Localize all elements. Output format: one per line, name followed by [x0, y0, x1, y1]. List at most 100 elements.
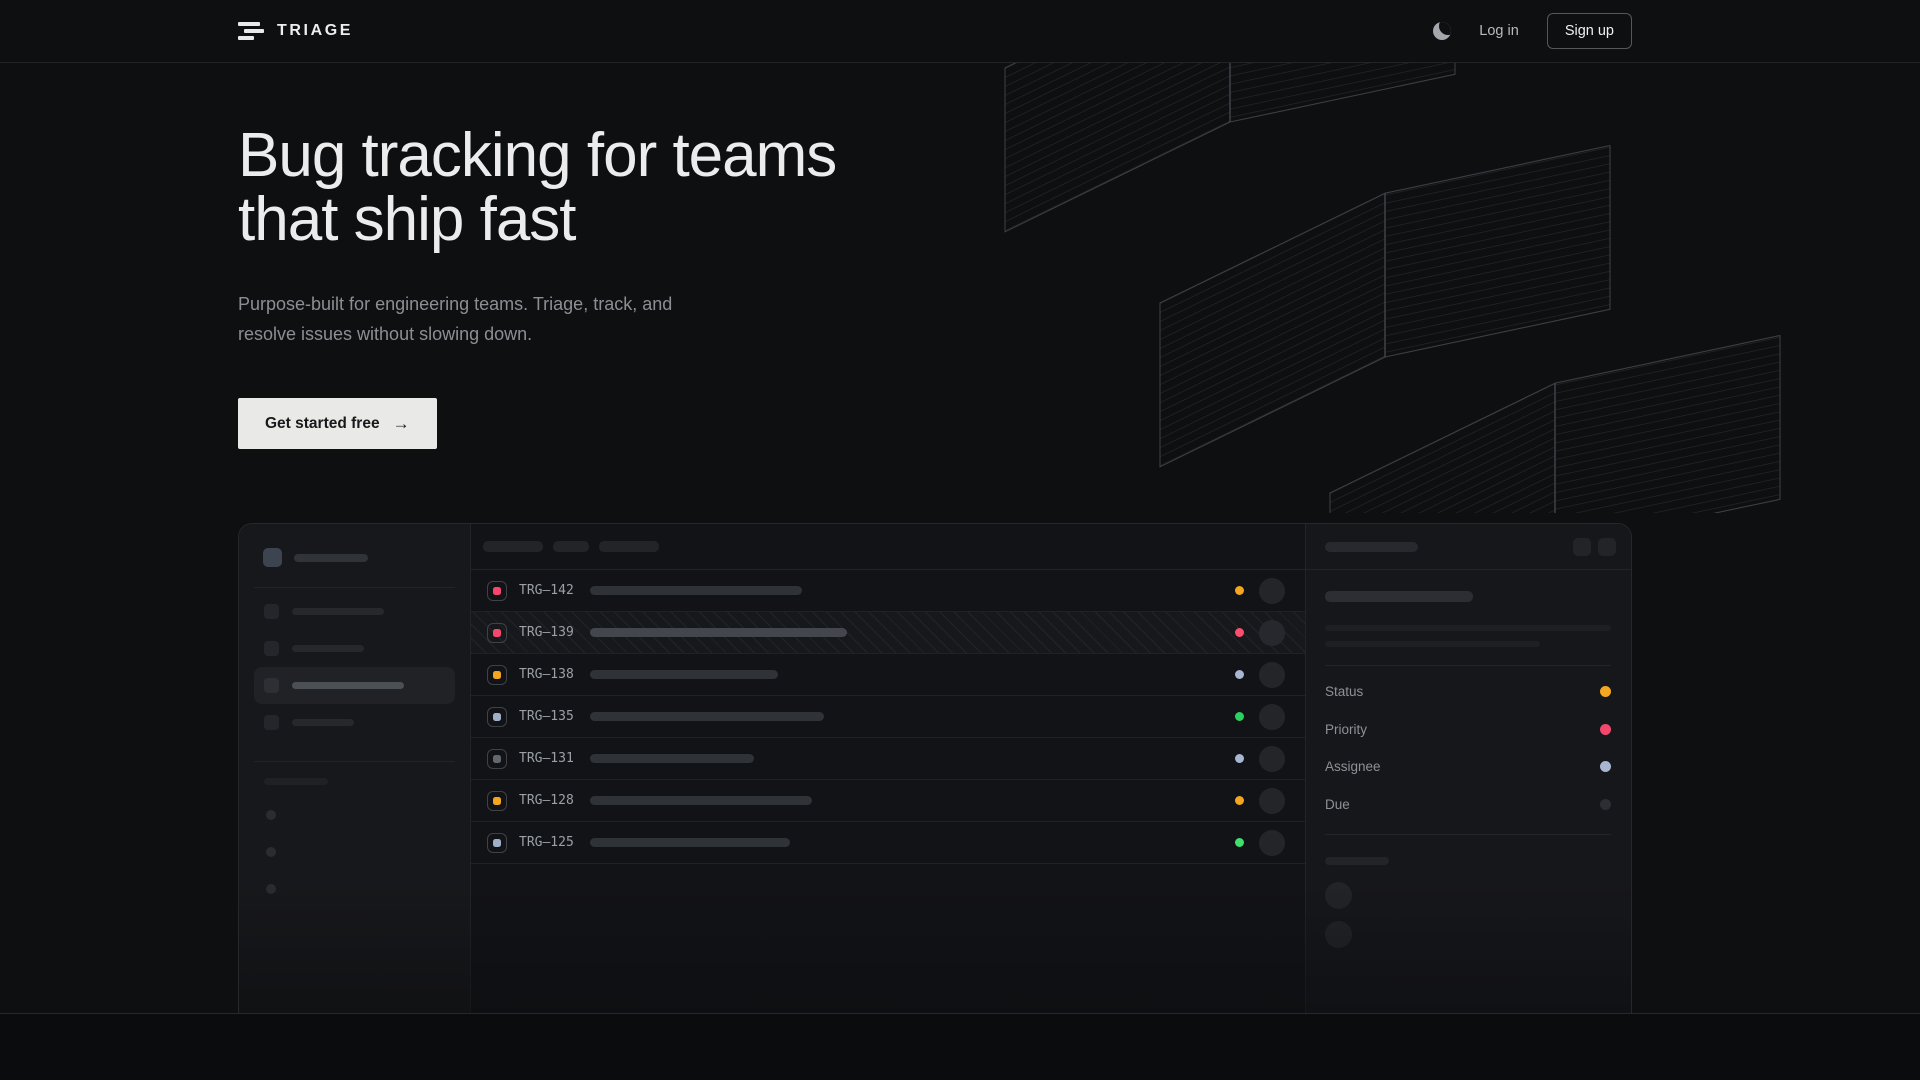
- detail-panel: Status Priority Assignee Due: [1305, 524, 1631, 1013]
- issue-row[interactable]: TRG–131: [471, 738, 1305, 780]
- issue-row[interactable]: TRG–128: [471, 780, 1305, 822]
- sidebar-nav-item-active: [254, 667, 455, 704]
- sidebar-nav-item: [254, 630, 455, 667]
- issue-title-skeleton: [1325, 591, 1473, 602]
- workspace-avatar: [263, 548, 282, 567]
- filter-pill-skeleton: [599, 541, 659, 552]
- panel-divider: [1325, 665, 1611, 666]
- bug-icon: [487, 622, 507, 643]
- detail-panel-header: [1306, 524, 1631, 570]
- page-title-line1: Bug tracking for teams: [238, 121, 837, 190]
- property-value-dot: [1600, 761, 1611, 773]
- assignee-avatar: [1259, 703, 1285, 730]
- mockup-sidebar: [239, 524, 471, 1013]
- nav-label-skeleton: [292, 608, 384, 615]
- nav-icon: [264, 641, 279, 656]
- issue-list-column: TRG–142 TRG–139 TRG–138 TRG–135: [471, 524, 1305, 1013]
- issue-row[interactable]: TRG–138: [471, 654, 1305, 696]
- bug-icon: [487, 832, 507, 853]
- property-row: Due: [1325, 786, 1611, 824]
- issue-row[interactable]: TRG–125: [471, 822, 1305, 864]
- bug-icon: [487, 790, 507, 811]
- sidebar-divider: [254, 587, 455, 588]
- assignee-avatar: [1259, 661, 1285, 688]
- property-value-dot: [1600, 798, 1611, 810]
- issue-title-skeleton: [590, 712, 824, 721]
- get-started-label: Get started free: [265, 414, 380, 432]
- panel-divider: [1325, 834, 1611, 835]
- sidebar-bullet: [266, 810, 276, 820]
- activity-avatar: [1325, 882, 1352, 909]
- detail-panel-body: Status Priority Assignee Due: [1306, 570, 1631, 948]
- property-label: Status: [1325, 684, 1364, 700]
- nav-icon: [264, 604, 279, 619]
- issue-title-skeleton: [590, 670, 778, 679]
- moon-icon[interactable]: [1433, 22, 1452, 40]
- panel-action-icons: [1573, 537, 1616, 556]
- assignee-avatar: [1259, 829, 1285, 856]
- sidebar-bullet: [266, 847, 276, 857]
- property-list: Status Priority Assignee Due: [1325, 673, 1611, 823]
- description-line-skeleton: [1325, 625, 1611, 631]
- property-label: Assignee: [1325, 759, 1381, 775]
- workspace-switcher: [254, 548, 455, 567]
- issue-row-meta: [1235, 787, 1285, 814]
- activity-label-skeleton: [1325, 857, 1389, 865]
- issue-title-skeleton: [590, 796, 812, 805]
- sidebar-divider: [254, 761, 455, 762]
- property-row: Assignee: [1325, 748, 1611, 786]
- bug-icon: [487, 580, 507, 601]
- panel-action-skeleton: [1573, 537, 1591, 556]
- issue-row-meta: [1235, 577, 1285, 604]
- issue-title-skeleton: [590, 628, 847, 637]
- status-dot: [1235, 754, 1244, 763]
- property-label: Priority: [1325, 721, 1368, 737]
- description-line-skeleton: [1325, 641, 1540, 647]
- brand-logo[interactable]: TRIAGE: [238, 22, 353, 40]
- issue-title-skeleton: [590, 754, 754, 763]
- issue-list: TRG–142 TRG–139 TRG–138 TRG–135: [471, 570, 1305, 864]
- issue-row-meta: [1235, 703, 1285, 730]
- property-label: Due: [1325, 796, 1350, 812]
- issue-list-header: [471, 524, 1305, 570]
- nav-label-skeleton: [292, 719, 354, 726]
- app-mockup: TRG–142 TRG–139 TRG–138 TRG–135: [238, 523, 1632, 1013]
- assignee-avatar: [1259, 787, 1285, 814]
- bug-icon: [487, 664, 507, 685]
- property-value-dot: [1600, 723, 1611, 735]
- issue-title-skeleton: [590, 586, 802, 595]
- status-dot: [1235, 586, 1244, 595]
- sidebar-nav-item: [254, 704, 455, 741]
- issue-row[interactable]: TRG–142: [471, 570, 1305, 612]
- assignee-avatar: [1259, 745, 1285, 772]
- bug-icon: [487, 706, 507, 727]
- login-link[interactable]: Log in: [1479, 23, 1519, 39]
- bug-icon: [487, 748, 507, 769]
- issue-id: TRG–125: [519, 835, 574, 850]
- sidebar-bullet: [266, 884, 276, 894]
- issue-row-meta: [1235, 745, 1285, 772]
- issue-id: TRG–131: [519, 751, 574, 766]
- hero-subtitle: Purpose-built for engineering teams. Tri…: [238, 294, 673, 344]
- nav-icon: [264, 715, 279, 730]
- get-started-button[interactable]: Get started free →: [238, 398, 437, 449]
- page-title-line2: that ship fast: [238, 185, 577, 254]
- issue-row[interactable]: TRG–135: [471, 696, 1305, 738]
- sidebar-section-label-skeleton: [264, 778, 328, 785]
- issue-id: TRG–135: [519, 709, 574, 724]
- brand-name: TRIAGE: [277, 22, 354, 39]
- issue-row-meta: [1235, 619, 1285, 646]
- workspace-name-skeleton: [294, 553, 368, 562]
- signup-button[interactable]: Sign up: [1546, 13, 1632, 49]
- nav-icon: [264, 678, 279, 693]
- status-dot: [1235, 628, 1244, 637]
- issue-id: TRG–138: [519, 667, 574, 682]
- property-value-dot: [1600, 686, 1611, 698]
- status-dot: [1235, 796, 1244, 805]
- nav-label-skeleton: [292, 645, 364, 652]
- issue-row[interactable]: TRG–139: [471, 612, 1305, 654]
- triage-logo-icon: [238, 22, 264, 40]
- navbar: TRIAGE Log in Sign up: [0, 0, 1920, 63]
- assignee-avatar: [1259, 619, 1285, 646]
- arrow-right-icon: →: [392, 413, 410, 433]
